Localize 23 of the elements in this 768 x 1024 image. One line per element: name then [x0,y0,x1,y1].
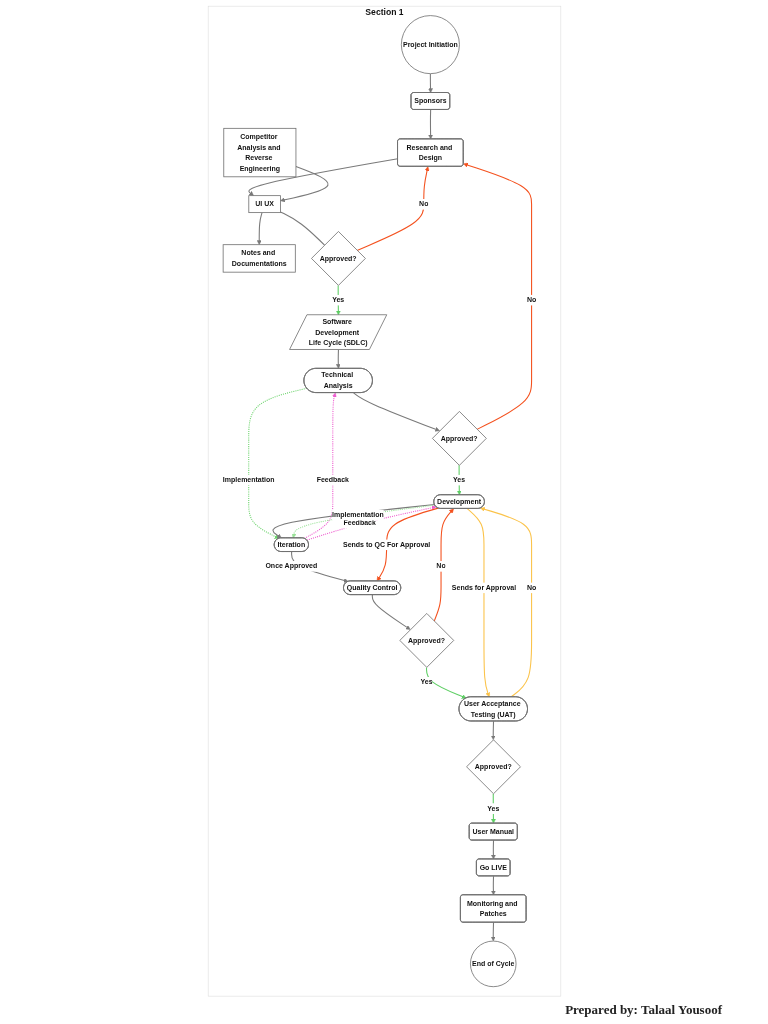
arrow [462,162,532,430]
arrow [371,594,411,630]
connector [279,211,325,246]
arrow [376,507,439,582]
arrow [479,507,532,698]
arrow [247,158,398,196]
arrow [490,720,496,741]
arrow [247,387,307,539]
arrow [466,508,490,698]
arrow [490,839,496,860]
arrow [427,73,433,93]
arrow [427,109,433,140]
arrow [490,921,496,942]
arrow [425,666,466,699]
arrow [335,349,341,369]
arrow [433,508,454,622]
arrow [303,392,336,539]
arrow [490,875,496,896]
arrow [356,166,429,251]
arrow [352,392,440,432]
arrow [256,212,263,245]
author-note: Prepared by: Talaal Yousoof [565,1002,722,1018]
arrow [279,165,329,203]
